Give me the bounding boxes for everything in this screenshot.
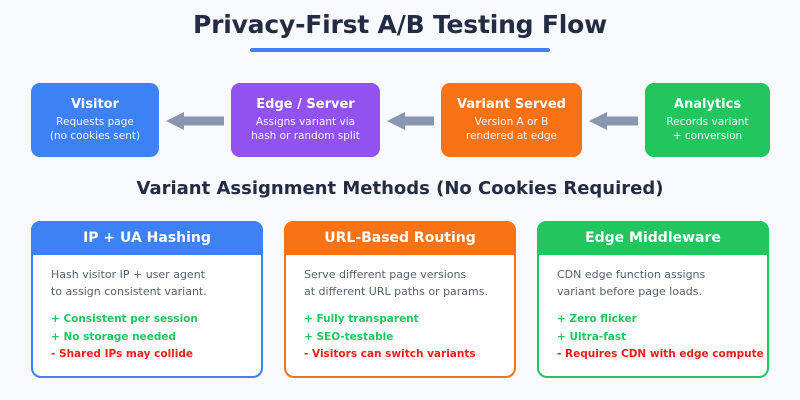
method-card-points: + Fully transparent + SEO-testable - Vis… xyxy=(304,311,514,364)
method-card-desc-line1: Serve different page versions xyxy=(304,268,467,281)
method-card-pro: + Zero flicker xyxy=(557,313,637,325)
flow-step-visitor[interactable]: Visitor Requests page (no cookies sent) xyxy=(31,83,159,157)
flow-step-title: Visitor xyxy=(70,97,120,112)
method-card-desc-line2: to assign consistent variant. xyxy=(51,285,207,298)
method-card-header: URL-Based Routing xyxy=(284,221,516,255)
method-card-desc-line2: variant before page loads. xyxy=(557,285,702,298)
flow-step-line2: rendered at edge xyxy=(465,130,557,142)
method-card-url-based-routing[interactable]: URL-Based Routing Serve different page v… xyxy=(284,221,516,378)
method-card-edge-middleware[interactable]: Edge Middleware CDN edge function assign… xyxy=(537,221,769,378)
method-card-body: Serve different page versions at differe… xyxy=(286,255,514,364)
method-card-body: Hash visitor IP + user agent to assign c… xyxy=(33,255,261,364)
flow-step-line2: + conversion xyxy=(672,130,743,142)
flow-step-line1: Version A or B xyxy=(474,116,549,128)
arrow-left-icon xyxy=(166,112,224,130)
flow-step-line1: Records variant xyxy=(666,116,749,128)
method-card-desc-line1: CDN edge function assigns xyxy=(557,268,706,281)
method-card-pro: + Consistent per session xyxy=(51,313,198,325)
method-card-pro: + Fully transparent xyxy=(304,313,419,325)
flow-step-variant-served[interactable]: Variant Served Version A or B rendered a… xyxy=(441,83,582,157)
flow-step-title: Analytics xyxy=(673,97,742,112)
method-card-con: - Requires CDN with edge compute xyxy=(557,348,764,360)
method-card-desc-line2: at different URL paths or params. xyxy=(304,285,488,298)
method-card-pro: + No storage needed xyxy=(51,330,177,343)
page-title: Privacy-First A/B Testing Flow xyxy=(192,10,608,39)
flow-step-line2: hash or random split xyxy=(251,130,360,142)
method-card-points: + Zero flicker + Ultra-fast - Requires C… xyxy=(557,311,767,364)
flow-diagram: Visitor Requests page (no cookies sent) … xyxy=(0,83,800,159)
method-card-con: - Shared IPs may collide xyxy=(51,348,194,360)
method-card-body: CDN edge function assigns variant before… xyxy=(539,255,767,364)
flow-step-line1: Requests page xyxy=(56,116,134,128)
flow-step-title: Edge / Server xyxy=(256,97,355,112)
flow-step-edge-server[interactable]: Edge / Server Assigns variant via hash o… xyxy=(231,83,380,157)
method-card-header: IP + UA Hashing xyxy=(31,221,263,255)
flow-step-title: Variant Served xyxy=(457,97,566,112)
flow-step-line1: Assigns variant via xyxy=(255,116,356,128)
method-card-ip-ua-hashing[interactable]: IP + UA Hashing Hash visitor IP + user a… xyxy=(31,221,263,378)
method-card-pro: + SEO-testable xyxy=(304,330,394,343)
methods-card-list: IP + UA Hashing Hash visitor IP + user a… xyxy=(0,221,800,381)
method-card-desc-line1: Hash visitor IP + user agent xyxy=(51,268,205,281)
arrow-left-icon xyxy=(589,112,638,130)
method-card-header: Edge Middleware xyxy=(537,221,769,255)
method-card-points: + Consistent per session + No storage ne… xyxy=(51,311,261,364)
flow-step-analytics[interactable]: Analytics Records variant + conversion xyxy=(645,83,770,157)
title-underline-rule xyxy=(250,48,550,52)
methods-section-heading: Variant Assignment Methods (No Cookies R… xyxy=(136,178,664,199)
method-card-pro: + Ultra-fast xyxy=(557,330,627,343)
arrow-left-icon xyxy=(387,112,434,130)
flow-step-line2: (no cookies sent) xyxy=(49,130,141,142)
method-card-con: - Visitors can switch variants xyxy=(304,348,476,360)
